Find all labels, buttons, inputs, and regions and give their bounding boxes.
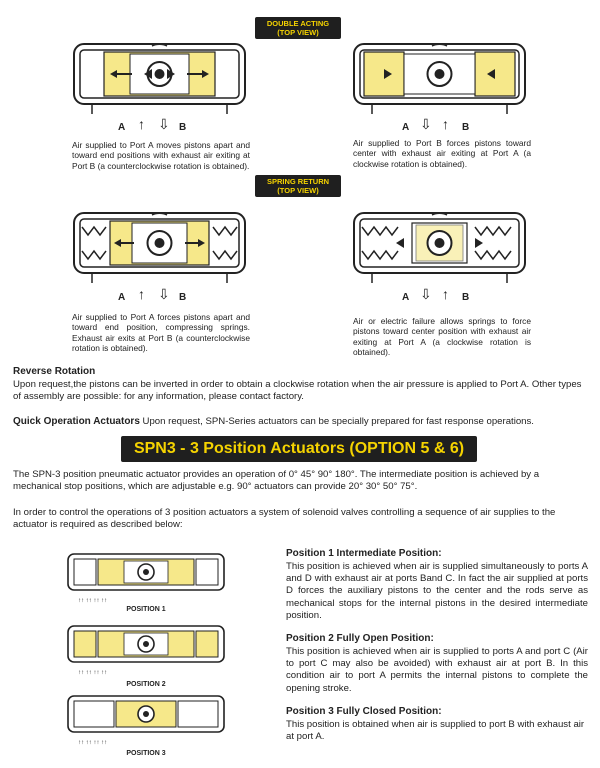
diagram-spring-return-apart: [72, 205, 247, 285]
svg-text:↑↑ ↑↑ ↑↑ ↑↑: ↑↑ ↑↑ ↑↑ ↑↑: [78, 740, 107, 746]
caption-da-right: Air supplied to Port B forces pistons to…: [353, 138, 531, 169]
diagram-spring-return-center: [352, 205, 527, 285]
position-diagram-2: ↑↑ ↑↑ ↑↑ ↑↑: [66, 622, 226, 681]
arrow-down-outline-icon: ⇩: [420, 286, 432, 302]
badge-spring-return-line1: SPRING RETURN: [266, 177, 330, 186]
position-label-2: POSITION 2: [126, 681, 166, 688]
port-b-label-4: B: [462, 292, 470, 303]
caption-da-left: Air supplied to Port A moves pistons apa…: [72, 140, 250, 171]
position-2-title: Position 2 Fully Open Position:: [286, 633, 434, 644]
port-a-label-2: A: [402, 122, 410, 133]
arrow-down-outline-icon: ⇩: [420, 116, 432, 132]
spn3-para-1: The SPN-3 position pneumatic actuator pr…: [13, 469, 540, 493]
position-label-3: POSITION 3: [126, 750, 166, 757]
badge-double-acting-line1: DOUBLE ACTING: [266, 19, 330, 28]
arrow-up-icon: ↑: [442, 286, 449, 302]
diagram-double-acting-center: [352, 36, 527, 116]
arrow-up-icon: ↑: [138, 116, 145, 132]
position-label-1: POSITION 1: [126, 606, 166, 613]
position-1-body: This position is achieved when air is su…: [286, 561, 588, 621]
position-2-body: This position is achieved when air is su…: [286, 646, 588, 694]
port-b-label-3: B: [179, 292, 187, 303]
badge-double-acting: DOUBLE ACTING (TOP VIEW): [255, 17, 341, 39]
caption-sr-right: Air or electric failure allows springs t…: [353, 316, 531, 358]
port-b-label-2: B: [462, 122, 470, 133]
svg-text:↑↑ ↑↑ ↑↑ ↑↑: ↑↑ ↑↑ ↑↑ ↑↑: [78, 670, 107, 676]
position-3-body: This position is obtained when air is su…: [286, 719, 585, 743]
quick-operation-body: Upon request, SPN-Series actuators can b…: [139, 416, 534, 427]
position-diagram-3: ↑↑ ↑↑ ↑↑ ↑↑: [66, 692, 226, 751]
arrow-up-icon: ↑: [138, 286, 145, 302]
spn3-para-2: In order to control the operations of 3 …: [13, 507, 556, 531]
arrow-up-icon: ↑: [442, 116, 449, 132]
quick-operation: Quick Operation Actuators Upon request, …: [13, 416, 591, 428]
caption-sr-left: Air supplied to Port A forces pistons ap…: [72, 312, 250, 354]
svg-text:↑↑ ↑↑ ↑↑ ↑↑: ↑↑ ↑↑ ↑↑ ↑↑: [78, 598, 107, 604]
badge-spring-return: SPRING RETURN (TOP VIEW): [255, 175, 341, 197]
quick-operation-title: Quick Operation Actuators: [13, 416, 140, 427]
arrow-down-outline-icon: ⇩: [158, 116, 170, 132]
badge-spring-return-line2: (TOP VIEW): [277, 186, 319, 195]
diagram-double-acting-apart: [72, 36, 247, 116]
position-1-title: Position 1 Intermediate Position:: [286, 548, 442, 559]
arrow-down-outline-icon: ⇩: [158, 286, 170, 302]
reverse-rotation-title: Reverse Rotation: [13, 366, 96, 377]
port-a-label-4: A: [402, 292, 410, 303]
position-diagram-1: ↑↑ ↑↑ ↑↑ ↑↑: [66, 550, 226, 609]
badge-double-acting-line2: (TOP VIEW): [277, 28, 319, 37]
position-3-title: Position 3 Fully Closed Position:: [286, 706, 442, 717]
reverse-rotation-body: Upon request,the pistons can be inverted…: [13, 379, 582, 403]
port-a-label-3: A: [118, 292, 126, 303]
port-b-label-1: B: [179, 122, 187, 133]
port-a-label-1: A: [118, 122, 126, 133]
spn3-banner: SPN3 - 3 Position Actuators (OPTION 5 & …: [121, 436, 477, 462]
